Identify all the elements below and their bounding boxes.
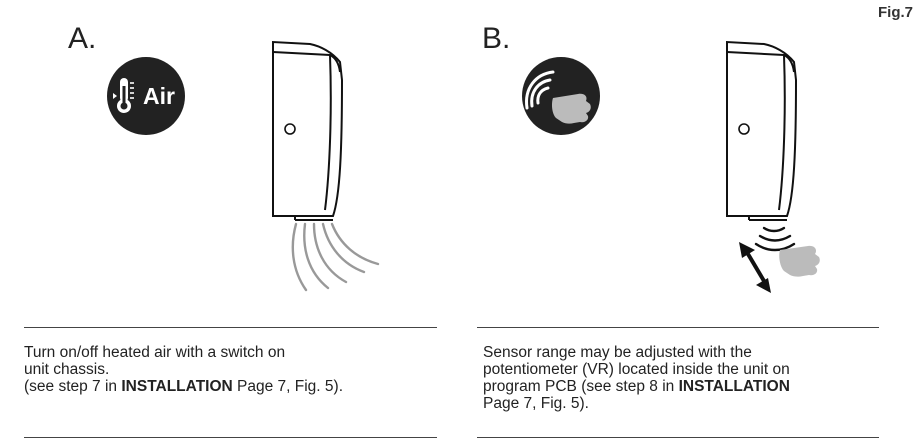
panel-b-letter: B. xyxy=(482,22,511,55)
caption-b-line4: Page 7, Fig. 5). xyxy=(483,395,589,412)
caption-b: Sensor range may be adjusted with the po… xyxy=(483,344,903,412)
caption-a-line3-post: Page 7, Fig. 5). xyxy=(232,378,343,395)
sensor-waves-icon xyxy=(754,226,796,252)
caption-a-line1: Turn on/off heated air with a switch on xyxy=(24,344,286,361)
panel-a-letter: A. xyxy=(68,22,97,55)
caption-a: Turn on/off heated air with a switch on … xyxy=(24,344,444,395)
caption-b-line2: potentiometer (VR) located inside the un… xyxy=(483,361,790,378)
hand-icon xyxy=(779,245,820,277)
caption-b-installation: INSTALLATION xyxy=(678,378,790,395)
sensor-hand-badge-icon xyxy=(522,57,600,135)
caption-b-line3: program PCB (see step 8 in INSTALLATION xyxy=(483,378,903,395)
air-badge-icon xyxy=(107,57,185,135)
caption-a-installation: INSTALLATION xyxy=(121,378,233,395)
hand-dryer-unit-a xyxy=(272,40,344,221)
caption-a-line3-pre: (see step 7 in xyxy=(24,378,122,395)
caption-b-bottom-rule xyxy=(477,437,879,438)
caption-a-line3: (see step 7 in INSTALLATION Page 7, Fig.… xyxy=(24,378,444,395)
caption-a-top-rule xyxy=(24,327,437,328)
caption-b-line3-pre: program PCB (see step 8 in xyxy=(483,378,679,395)
caption-a-line2: unit chassis. xyxy=(24,361,110,378)
hand-dryer-unit-b xyxy=(726,40,798,221)
caption-a-bottom-rule xyxy=(24,437,437,438)
airflow-lines-icon xyxy=(291,222,380,292)
range-adjust-arrow-icon xyxy=(739,242,771,293)
caption-b-line1: Sensor range may be adjusted with the xyxy=(483,344,752,361)
figure-label: Fig.7 xyxy=(877,4,913,21)
caption-b-top-rule xyxy=(477,327,879,328)
air-badge-text: Air xyxy=(143,83,175,109)
